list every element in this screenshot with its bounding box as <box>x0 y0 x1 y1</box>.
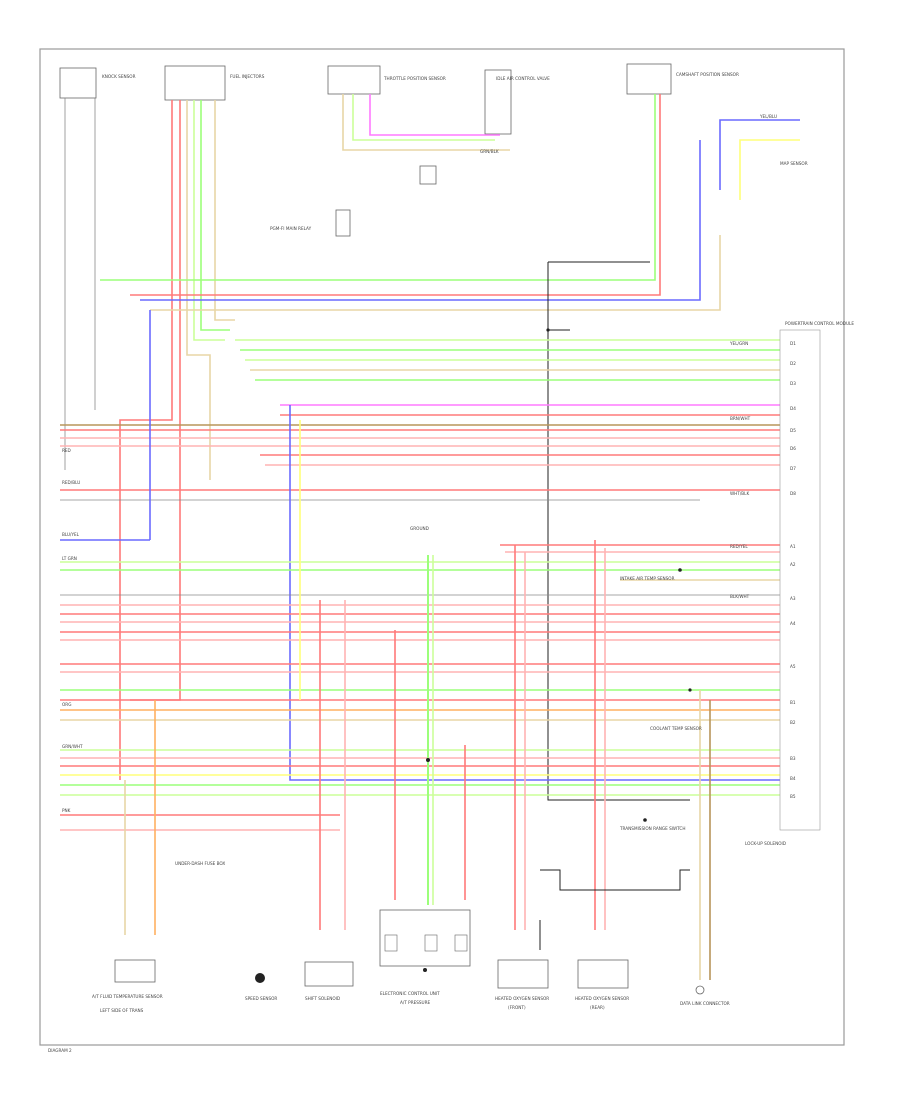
speed-sensor: SPEED SENSOR <box>245 973 277 1001</box>
ho2s-front-label: HEATED OXYGEN SENSOR <box>495 996 549 1001</box>
frame-label: DIAGRAM 2 <box>48 1048 72 1053</box>
fuse-box-label: UNDER-DASH FUSE BOX <box>175 861 225 866</box>
atf-temp-sensor: A/T FLUID TEMPERATURE SENSOR LEFT SIDE O… <box>92 959 163 1013</box>
wire-label-org: ORG <box>62 702 71 707</box>
wire-label-brn-wht: BRN/WHT <box>730 416 751 421</box>
pin-a5: A5 <box>790 664 796 669</box>
lock-up-label: LOCK-UP SOLENOID <box>745 841 786 846</box>
pin-b4: B4 <box>790 776 796 781</box>
ho2s-rear-label: HEATED OXYGEN SENSOR <box>575 996 629 1001</box>
pin-b5: B5 <box>790 794 796 799</box>
pin-d6: D6 <box>790 446 796 451</box>
ecu-sub-label: A/T PRESSURE <box>400 1000 431 1005</box>
pcm-label: POWERTRAIN CONTROL MODULE <box>785 321 854 326</box>
ho2s-front-sub: (FRONT) <box>508 1005 526 1010</box>
pin-a2: A2 <box>790 562 796 567</box>
speed-sensor-label: SPEED SENSOR <box>245 996 277 1001</box>
wire-label-yel-blu: YEL/BLU <box>759 114 777 119</box>
shift-solenoid-label: SHIFT SOLENOID <box>305 996 340 1001</box>
coolant-temp-label: COOLANT TEMP SENSOR <box>650 726 702 731</box>
map-sensor: MAP SENSOR <box>780 161 808 166</box>
throttle-position-sensor: THROTTLE POSITION SENSOR <box>327 65 446 95</box>
wire-label-wht-blk: WHT/BLK <box>730 491 749 496</box>
wire-label-grn-blk: GRN/BLK <box>480 149 499 154</box>
ecu-label: ELECTRONIC CONTROL UNIT <box>380 991 440 996</box>
diagram-frame <box>39 48 845 1046</box>
atf-temp-label: A/T FLUID TEMPERATURE SENSOR <box>92 994 163 999</box>
tps-label: THROTTLE POSITION SENSOR <box>383 76 446 81</box>
electronic-control-unit: ELECTRONIC CONTROL UNIT A/T PRESSURE <box>379 909 471 1005</box>
ho2s-rear-sub: (REAR) <box>590 1005 605 1010</box>
pin-a3: A3 <box>790 596 796 601</box>
dlc-label: DATA LINK CONNECTOR <box>680 1001 730 1006</box>
pin-d8: D8 <box>790 491 796 496</box>
atf-temp-loc: LEFT SIDE OF TRANS <box>100 1008 144 1013</box>
wiring-harness <box>60 94 800 980</box>
wire-label-grn-wht: GRN/WHT <box>62 744 83 749</box>
shift-solenoid: SHIFT SOLENOID <box>304 961 354 1001</box>
wire-label-blk-wht: BLK/WHT <box>730 594 750 599</box>
pin-d7: D7 <box>790 466 796 471</box>
wire-label-lt-grn: LT GRN <box>62 556 77 561</box>
cmp-label: CAMSHAFT POSITION SENSOR <box>676 72 739 77</box>
pin-d1: D1 <box>790 341 796 346</box>
iac-label: IDLE AIR CONTROL VALVE <box>496 76 550 81</box>
heated-o2-front: HEATED OXYGEN SENSOR (FRONT) <box>495 959 549 1010</box>
pcm-connector: POWERTRAIN CONTROL MODULE <box>779 321 854 831</box>
wire-label-red-yel: RED/YEL <box>730 544 748 549</box>
fuel-injectors-connector: FUEL INJECTORS <box>164 65 265 101</box>
pin-d3: D3 <box>790 381 796 386</box>
knock-sensor: KNOCK SENSOR <box>59 67 136 99</box>
pin-b2: B2 <box>790 720 796 725</box>
transmission-range-label: TRANSMISSION RANGE SWITCH <box>619 826 686 831</box>
pin-b3: B3 <box>790 756 796 761</box>
intake-air-temp-label: INTAKE AIR TEMP SENSOR <box>620 576 675 581</box>
camshaft-position-sensor: CAMSHAFT POSITION SENSOR <box>626 63 739 95</box>
pin-d4: D4 <box>790 406 796 411</box>
pin-a4: A4 <box>790 621 796 626</box>
map-sensor-label: MAP SENSOR <box>780 161 808 166</box>
pin-b1: B1 <box>790 700 796 705</box>
wire-label-blu-yel: BLU/YEL <box>62 532 80 537</box>
pin-d5: D5 <box>790 428 796 433</box>
wire-label-red: RED <box>62 448 71 453</box>
knock-sensor-label: KNOCK SENSOR <box>102 74 136 79</box>
wire-label-pnk: PNK <box>62 808 71 813</box>
main-relay-label: PGM-FI MAIN RELAY <box>270 226 312 231</box>
pin-d2: D2 <box>790 361 796 366</box>
wire-label-red-blu: RED/BLU <box>62 480 80 485</box>
fuel-injectors-label: FUEL INJECTORS <box>230 74 265 79</box>
ground-label: GROUND <box>410 526 429 531</box>
main-relay: PGM-FI MAIN RELAY <box>270 165 437 237</box>
wire-label-yel-grn: YEL/GRN <box>729 341 748 346</box>
splice-points <box>426 328 692 822</box>
data-link-connector: DATA LINK CONNECTOR <box>680 985 730 1006</box>
heated-o2-rear: HEATED OXYGEN SENSOR (REAR) <box>575 959 629 1010</box>
idle-air-control-valve: IDLE AIR CONTROL VALVE <box>484 69 550 135</box>
pin-a1: A1 <box>790 544 796 549</box>
